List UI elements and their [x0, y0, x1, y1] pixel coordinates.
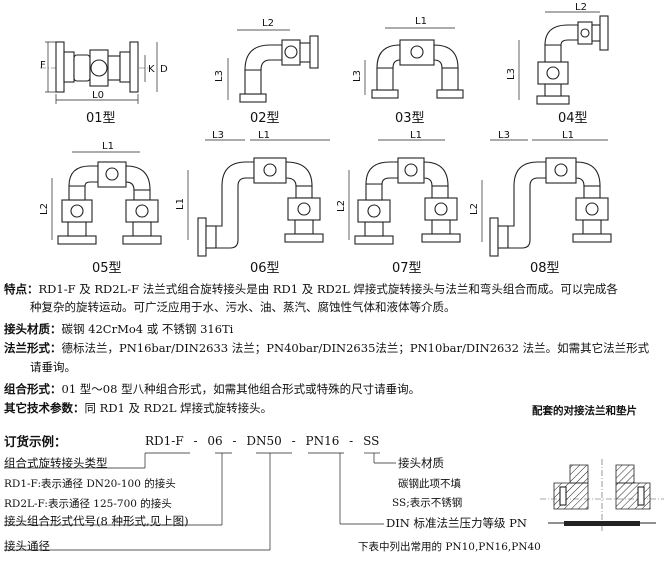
order-rd2-desc: RD2L-F:表示通径 125-700 的接头 — [4, 498, 172, 510]
type-01-label: 01型 — [86, 111, 116, 126]
type-05-dim-l1: L1 — [102, 141, 114, 152]
type-01-dim-k: K — [148, 64, 155, 75]
material-line: 接头材质：碳钢 42CrMo4 或 不锈钢 316Ti — [4, 322, 233, 337]
type-05-label: 05型 — [92, 261, 122, 276]
order-code-sep-1: - — [193, 434, 198, 448]
type-08-dim-l1: L1 — [562, 130, 574, 141]
type-02-dim-l2: L2 — [262, 18, 274, 29]
features-text-1: RD1-F 及 RD2L-F 法兰式组合旋转接头是由 RD1 及 RD2L 焊接… — [38, 282, 618, 296]
order-ss-desc: SS;表示不锈钢 — [392, 497, 463, 509]
type-02-drawing: L2 L3 02型 — [214, 18, 319, 126]
type-07-drawing: L1 L2 07型 — [336, 130, 461, 276]
type-06-dim-l1-top: L1 — [258, 130, 270, 141]
other-line: 其它技术参数：同 RD1 及 RD2L 焊接式旋转接头。 — [4, 401, 272, 416]
type-04-drawing: L2 L3 04型 — [506, 2, 609, 126]
features-line2: 种复杂的旋转运动。可广泛应用于水、污水、油、蒸汽、腐蚀性气体和液体等介质。 — [30, 300, 456, 314]
combo-line: 组合形式：01 型～08 型八种组合形式，如需其他组合形式或特殊的尺寸请垂询。 — [4, 382, 420, 397]
type-06-drawing: L3 L1 L1 06型 — [175, 130, 330, 276]
type-08-dim-l3: L3 — [498, 130, 510, 141]
order-code-type: 06 — [207, 434, 223, 448]
type-04-dim-l3: L3 — [506, 68, 517, 80]
type-07-dim-l2: L2 — [336, 200, 347, 212]
type-03-drawing: L1 L3 03型 — [352, 16, 464, 126]
type-02-label: 02型 — [250, 111, 280, 126]
type-08-dim-l2: L2 — [469, 203, 480, 215]
flange-caption: 配套的对接法兰和垫片 — [532, 405, 637, 417]
order-code-sep-4: - — [349, 434, 354, 448]
order-code-sep-3: - — [291, 434, 296, 448]
flange-line1: 法兰形式：德标法兰，PN16bar/DIN2633 法兰；PN40bar/DIN… — [4, 341, 649, 356]
type-04-dim-l2: L2 — [575, 2, 587, 13]
order-code: RD1-F - 06 - DN50 - PN16 - SS — [145, 434, 379, 449]
order-rd1-desc: RD1-F:表示通径 DN20-100 的接头 — [4, 478, 176, 490]
features-line1: 特点：RD1-F 及 RD2L-F 法兰式组合旋转接头是由 RD1 及 RD2L… — [4, 282, 618, 297]
order-material-desc: 接头材质 — [398, 456, 444, 470]
order-code-product: RD1-F — [145, 434, 184, 448]
type-06-dim-l1-side: L1 — [175, 198, 186, 210]
flange-text-1: 德标法兰，PN16bar/DIN2633 法兰；PN40bar/DIN2635法… — [61, 341, 650, 355]
type-06-label: 06型 — [250, 261, 280, 276]
flange-line2: 请垂询。 — [30, 360, 76, 374]
material-text: 碳钢 42CrMo4 或 不锈钢 316Ti — [61, 322, 234, 336]
type-03-dim-l3: L3 — [352, 70, 363, 82]
flange-gasket-drawing — [540, 459, 664, 531]
order-code-sep-2: - — [232, 434, 237, 448]
type-05-dim-l2: L2 — [39, 203, 50, 215]
type-08-label: 08型 — [530, 261, 560, 276]
order-bore-desc: 接头通径 — [4, 539, 50, 553]
joint-drawings: F K D L0 01型 L2 L3 02型 L1 L3 — [39, 2, 612, 276]
features-title: 特点： — [4, 282, 39, 296]
other-text: 同 RD1 及 RD2L 焊接式旋转接头。 — [84, 401, 273, 415]
order-din-desc: DIN 标准法兰压力等级 PN — [386, 516, 527, 530]
type-04-label: 04型 — [558, 111, 588, 126]
material-title: 接头材质： — [4, 322, 62, 336]
other-title: 其它技术参数： — [4, 401, 85, 415]
order-carbon-desc: 碳钢此项不填 — [398, 478, 461, 490]
order-title: 订货示例： — [4, 434, 67, 449]
order-code-pressure: PN16 — [305, 434, 340, 448]
type-06-dim-l3: L3 — [212, 130, 224, 141]
order-pn-note: 下表中列出常用的 PN10,PN16,PN40 — [358, 541, 541, 553]
type-03-label: 03型 — [395, 111, 425, 126]
flange-title: 法兰形式： — [4, 341, 62, 355]
order-combo-desc: 接头组合形式代号(8 种形式,见上图) — [4, 514, 189, 528]
combo-text: 01 型～08 型八种组合形式，如需其他组合形式或特殊的尺寸请垂询。 — [61, 382, 421, 396]
type-01-drawing: F K D L0 01型 — [40, 41, 168, 126]
combo-title: 组合形式： — [4, 382, 62, 396]
type-01-dim-f: F — [40, 60, 46, 71]
type-03-dim-l1: L1 — [415, 16, 427, 27]
order-type-desc: 组合式旋转接头类型 — [4, 456, 108, 470]
type-02-dim-l3: L3 — [214, 70, 225, 82]
type-07-dim-l1: L1 — [410, 130, 422, 141]
type-01-dim-d: D — [160, 64, 168, 75]
type-07-label: 07型 — [392, 261, 422, 276]
order-leader-lines — [4, 452, 396, 551]
order-code-material: SS — [363, 434, 380, 448]
order-code-bore: DN50 — [246, 434, 282, 448]
type-01-dim-l0: L0 — [92, 90, 104, 101]
type-08-drawing: L3 L1 L2 08型 — [469, 130, 612, 276]
type-05-drawing: L1 L2 05型 — [39, 141, 162, 276]
